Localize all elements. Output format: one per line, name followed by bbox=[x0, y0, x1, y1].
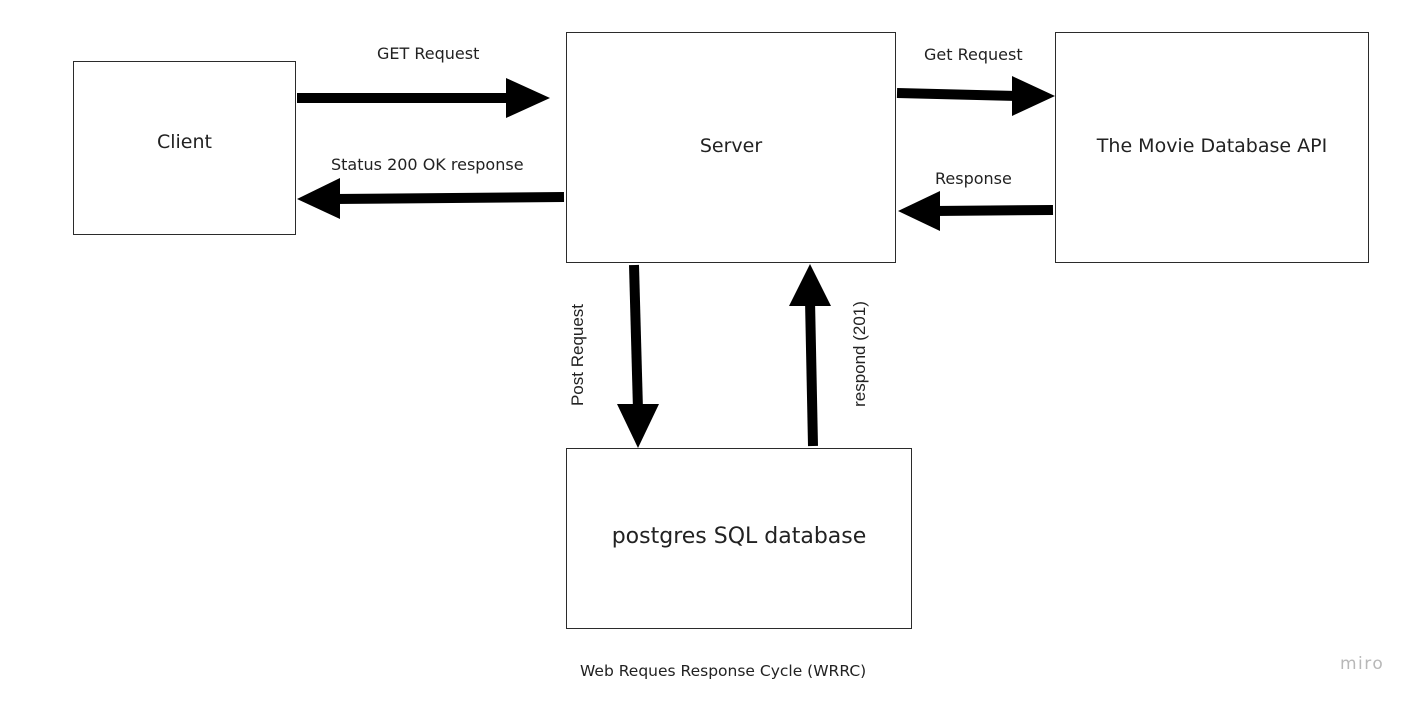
node-server-label: Server bbox=[699, 134, 763, 157]
arrow-tmdb-to-server bbox=[898, 191, 1054, 231]
node-client[interactable]: Client bbox=[73, 61, 296, 235]
node-server[interactable]: Server bbox=[566, 32, 896, 263]
arrow-server-to-tmdb bbox=[896, 76, 1055, 116]
arrow-server-to-client bbox=[297, 178, 565, 219]
node-postgres-label: postgres SQL database bbox=[611, 524, 867, 549]
miro-watermark: miro bbox=[1340, 654, 1385, 674]
node-tmdb[interactable]: The Movie Database API bbox=[1055, 32, 1369, 263]
edge-label-server-to-client: Status 200 OK response bbox=[331, 155, 524, 174]
node-postgres[interactable]: postgres SQL database bbox=[566, 448, 912, 629]
arrow-postgres-to-server bbox=[789, 264, 831, 447]
node-client-label: Client bbox=[156, 131, 212, 153]
arrow-client-to-server bbox=[297, 78, 550, 118]
edge-label-postgres-to-server: respond (201) bbox=[850, 301, 869, 407]
diagram-caption: Web Reques Response Cycle (WRRC) bbox=[580, 662, 867, 680]
edge-label-tmdb-to-server: Response bbox=[935, 169, 1012, 188]
arrow-server-to-postgres bbox=[617, 264, 659, 448]
edge-label-client-to-server: GET Request bbox=[377, 44, 480, 63]
edge-label-server-to-tmdb: Get Request bbox=[924, 45, 1023, 64]
node-tmdb-label: The Movie Database API bbox=[1096, 134, 1328, 157]
edge-label-server-to-postgres: Post Request bbox=[568, 303, 587, 407]
